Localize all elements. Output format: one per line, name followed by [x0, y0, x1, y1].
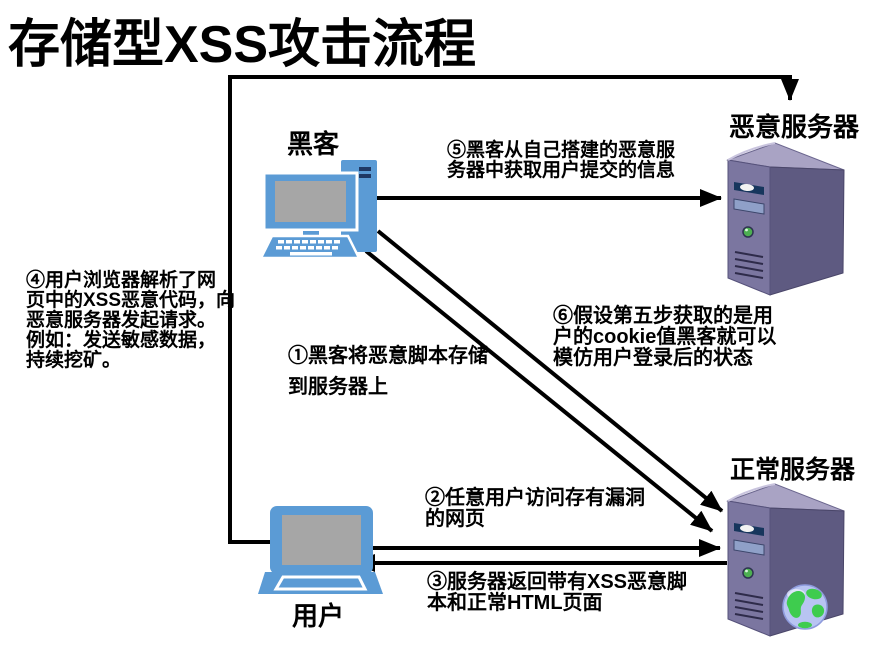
- step1-note: ①黑客将恶意脚本存储 到服务器上: [288, 345, 488, 398]
- server-bevel: [727, 142, 776, 161]
- cd-drive-button: [740, 183, 754, 192]
- led-highlight: [745, 228, 748, 232]
- desktop-computer-icon: [258, 160, 377, 260]
- server-bevel: [727, 483, 776, 502]
- power-led: [742, 226, 754, 238]
- power-led: [742, 567, 754, 579]
- globe-icon: [782, 584, 828, 630]
- server-vents: [734, 592, 764, 620]
- keyboard-keys: [276, 240, 340, 256]
- globe-continents: [786, 588, 825, 629]
- cd-drive-button: [740, 524, 754, 533]
- arrow-hacker-to-normal-server-lower: [364, 249, 714, 533]
- laptop-icon: [258, 506, 383, 594]
- drive-bay: [733, 539, 765, 556]
- malicious-server-icon: [726, 142, 845, 296]
- normal-server-label: 正常服务器: [730, 456, 856, 484]
- step4-note: ④用户浏览器解析了网 页中的XSS恶意代码，向 恶意服务器发起请求。 例如：发送…: [26, 270, 236, 371]
- laptop-screen: [282, 515, 361, 565]
- server-vents: [734, 251, 764, 279]
- step5-note: ⑤黑客从自己搭建的恶意服 务器中获取用户提交的信息: [447, 140, 676, 181]
- step6-note: ⑥假设第五步获取的是用 户的cookie值黑客就可以 模仿用户登录后的状态: [553, 305, 777, 369]
- step3-note: ③服务器返回带有XSS恶意脚 本和正常HTML页面: [427, 571, 688, 614]
- arrow-hacker-to-normal-server-upper: [376, 229, 724, 513]
- page-title: 存储型XSS攻击流程: [8, 16, 477, 74]
- tower-drive-slot: [359, 167, 371, 171]
- arrow-user-to-malicious-server: [228, 75, 799, 544]
- server-side-face: [769, 166, 845, 296]
- laptop-base: [258, 572, 383, 594]
- malicious-server-label: 恶意服务器: [729, 112, 860, 142]
- laptop-keyboard-area: [273, 575, 368, 591]
- step2-note: ②任意用户访问存有漏洞 的网页: [425, 487, 645, 530]
- led-highlight: [745, 569, 748, 573]
- drive-bay: [733, 198, 765, 215]
- monitor-screen: [275, 181, 346, 222]
- user-label: 用户: [292, 601, 345, 631]
- tower-drive-slot: [359, 174, 371, 178]
- hacker-label: 黑客: [287, 129, 340, 159]
